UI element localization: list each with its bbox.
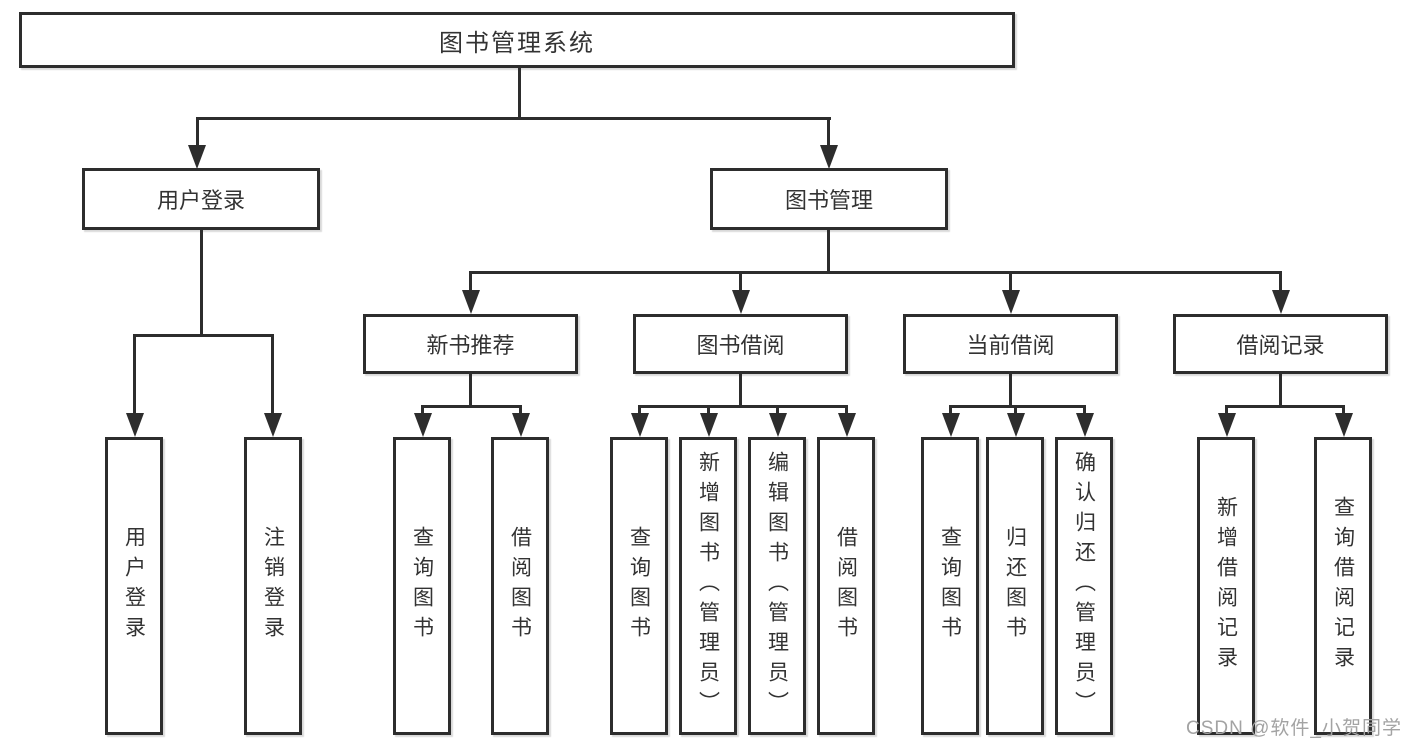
node-leaf-confirm-return-admin: 确认归还（管理员） — [1055, 437, 1113, 735]
node-label: 新增图书（管理员） — [696, 451, 720, 721]
connector-line — [827, 229, 830, 274]
arrow-down-icon — [838, 413, 856, 437]
arrow-down-icon — [126, 413, 144, 437]
node-label: 当前借阅 — [966, 333, 1055, 358]
node-borrow-record: 借阅记录 — [1173, 314, 1388, 374]
connector-line — [739, 373, 742, 408]
node-leaf-return-book: 归还图书 — [986, 437, 1044, 735]
node-label: 图书管理系统 — [439, 29, 595, 57]
connector-line — [1009, 373, 1012, 408]
arrow-down-icon — [820, 145, 838, 169]
connector-line — [707, 405, 710, 417]
connector-line — [638, 405, 641, 417]
connector-line — [200, 229, 203, 336]
arrow-down-icon — [631, 413, 649, 437]
node-label: 查询图书 — [410, 526, 434, 646]
node-label: 查询借阅记录 — [1331, 496, 1355, 676]
arrow-down-icon — [1218, 413, 1236, 437]
node-leaf-query-book-2: 查询图书 — [610, 437, 668, 735]
arrow-down-icon — [414, 413, 432, 437]
node-label: 借阅记录 — [1236, 333, 1325, 358]
arrow-down-icon — [462, 290, 480, 314]
connector-line — [196, 117, 831, 120]
node-label: 编辑图书（管理员） — [765, 451, 789, 721]
connector-line — [133, 334, 136, 416]
arrow-down-icon — [1335, 413, 1353, 437]
connector-line — [739, 271, 742, 293]
connector-line — [1279, 373, 1282, 408]
arrow-down-icon — [732, 290, 750, 314]
node-label: 图书借阅 — [696, 333, 785, 358]
node-label: 借阅图书 — [508, 526, 532, 646]
node-leaf-logout: 注销登录 — [244, 437, 302, 735]
node-book-management: 图书管理 — [710, 168, 948, 230]
node-new-book-recommend: 新书推荐 — [363, 314, 578, 374]
connector-line — [776, 405, 779, 417]
connector-line — [1225, 405, 1228, 417]
connector-line — [949, 405, 1086, 408]
arrow-down-icon — [1002, 290, 1020, 314]
connector-line — [518, 66, 521, 119]
node-label: 用户登录 — [156, 188, 245, 213]
node-leaf-query-book-3: 查询图书 — [921, 437, 979, 735]
node-user-login: 用户登录 — [82, 168, 320, 230]
node-leaf-user-login: 用户登录 — [105, 437, 163, 735]
connector-line — [1342, 405, 1345, 417]
node-current-borrow: 当前借阅 — [903, 314, 1118, 374]
connector-line — [638, 405, 848, 408]
arrow-down-icon — [1007, 413, 1025, 437]
connector-line — [469, 271, 1282, 274]
node-label: 借阅图书 — [834, 526, 858, 646]
node-book-borrow: 图书借阅 — [633, 314, 848, 374]
arrow-down-icon — [1272, 290, 1290, 314]
node-label: 新书推荐 — [426, 333, 515, 358]
arrow-down-icon — [188, 145, 206, 169]
arrow-down-icon — [1076, 413, 1094, 437]
connector-line — [1279, 271, 1282, 293]
node-root-book-management-system: 图书管理系统 — [19, 12, 1015, 68]
arrow-down-icon — [942, 413, 960, 437]
node-label: 归还图书 — [1003, 526, 1027, 646]
node-leaf-edit-book-admin: 编辑图书（管理员） — [748, 437, 806, 735]
node-label: 新增借阅记录 — [1214, 496, 1238, 676]
arrow-down-icon — [512, 413, 530, 437]
connector-line — [421, 405, 522, 408]
node-label: 注销登录 — [261, 526, 285, 646]
csdn-watermark: CSDN @软件_小贺同学 — [1186, 718, 1402, 739]
connector-line — [196, 117, 199, 147]
connector-line — [271, 334, 274, 416]
node-label: 查询图书 — [938, 526, 962, 646]
node-label: 用户登录 — [122, 526, 146, 646]
node-label: 查询图书 — [627, 526, 651, 646]
connector-line — [421, 405, 424, 417]
connector-line — [1225, 405, 1345, 408]
connector-line — [827, 117, 830, 147]
connector-line — [1083, 405, 1086, 417]
connector-line — [1009, 271, 1012, 293]
node-label: 确认归还（管理员） — [1072, 451, 1096, 721]
connector-line — [133, 334, 274, 337]
node-leaf-add-book-admin: 新增图书（管理员） — [679, 437, 737, 735]
arrow-down-icon — [264, 413, 282, 437]
node-leaf-add-borrow-record: 新增借阅记录 — [1197, 437, 1255, 735]
connector-line — [1014, 405, 1017, 417]
connector-line — [469, 373, 472, 408]
connector-line — [949, 405, 952, 417]
connector-line — [519, 405, 522, 417]
arrow-down-icon — [700, 413, 718, 437]
node-leaf-query-book-1: 查询图书 — [393, 437, 451, 735]
node-leaf-borrow-book-2: 借阅图书 — [817, 437, 875, 735]
connector-line — [469, 271, 472, 293]
connector-line — [845, 405, 848, 417]
node-leaf-query-borrow-record: 查询借阅记录 — [1314, 437, 1372, 735]
node-label: 图书管理 — [784, 188, 873, 213]
arrow-down-icon — [769, 413, 787, 437]
node-leaf-borrow-book-1: 借阅图书 — [491, 437, 549, 735]
